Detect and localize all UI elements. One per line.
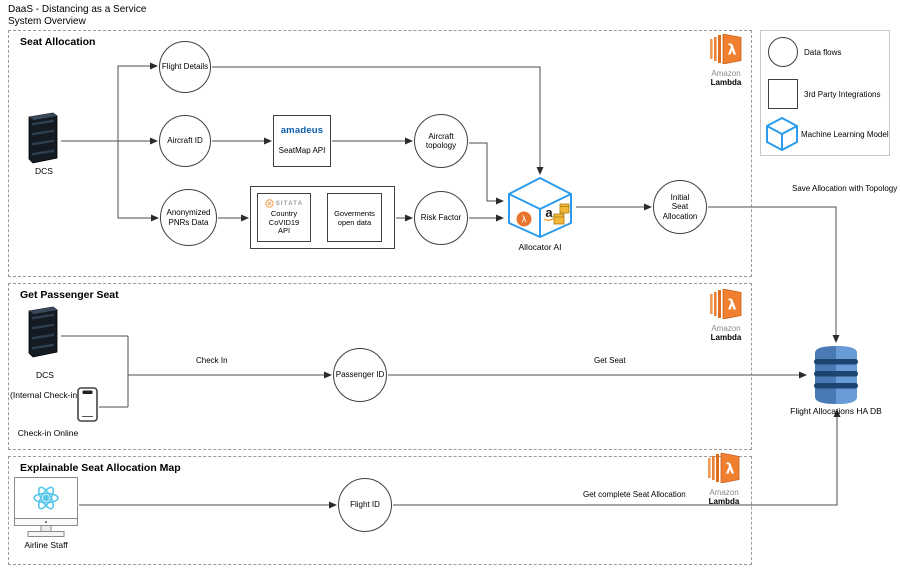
lambda-amazon-label: Amazon: [711, 69, 741, 78]
section-get-passenger-seat: Get Passenger Seat: [8, 283, 752, 450]
airline-staff-monitor-icon: [14, 477, 78, 544]
allocator-ai-cube-icon: λ a: [505, 175, 575, 244]
sitata-label: Country CoVID19 API: [268, 209, 300, 236]
react-logo-icon: [33, 486, 59, 510]
section-seat-allocation: Seat Allocation: [8, 30, 752, 277]
node-governments-open-data: Goverments open data: [327, 193, 382, 242]
dcs-internal-label-line2: (Internal Check-in): [10, 390, 80, 400]
sitata-brand-text: SITATA: [275, 200, 304, 207]
dcs-internal-server-icon: [26, 305, 60, 364]
node-flight-id: Flight ID: [338, 478, 392, 532]
dynamodb-icon: [810, 344, 862, 411]
section-get-passenger-seat-label: Get Passenger Seat: [20, 289, 119, 301]
section-explainable-map-label: Explainable Seat Allocation Map: [20, 462, 181, 474]
sitata-logo: SITATA: [265, 199, 304, 208]
node-sitata-api: SITATA Country CoVID19 API: [257, 193, 311, 242]
legend-cube-icon: [764, 116, 800, 157]
lambda-group-get-seat: λ Amazon Lambda: [704, 288, 748, 342]
legend-ml-model-label: Machine Learning Model: [801, 130, 889, 139]
node-anonymized-pnrs: Anonymized PNRs Data: [160, 189, 217, 246]
lambda-lambda-label: Lambda: [710, 333, 742, 342]
dcs-internal-label-line1: DCS: [36, 370, 54, 380]
edge-label-check-in: Check In: [196, 356, 228, 365]
page-title-line1: DaaS - Distancing as a Service: [8, 4, 147, 15]
checkin-online-label: Check-in Online: [17, 428, 79, 438]
node-amadeus-seatmap: amadeus SeatMap API: [273, 115, 331, 167]
edge-label-save-allocation: Save Allocation with Topology: [792, 184, 898, 193]
sitata-logo-icon: [265, 199, 274, 208]
node-aircraft-id: Aircraft ID: [159, 115, 211, 167]
flight-db-label: Flight Allocations HA DB: [790, 406, 882, 416]
aws-lambda-icon: λ: [708, 452, 740, 484]
amadeus-logo: amadeus: [280, 125, 324, 137]
node-passenger-id: Passenger ID: [333, 348, 387, 402]
edge-label-get-complete: Get complete Seat Allocation: [583, 490, 686, 499]
aws-lambda-icon: λ: [710, 33, 742, 65]
node-aircraft-topology: Aircraft topology: [414, 114, 468, 168]
node-initial-seat-allocation: Initial Seat Allocation: [653, 180, 707, 234]
arrowheads: [150, 62, 841, 509]
allocator-ai-label: Allocator AI: [518, 242, 562, 252]
dcs-internal-label: DCS (Internal Check-in): [0, 360, 90, 410]
edge-label-get-seat: Get Seat: [594, 356, 626, 365]
legend-square-icon: [768, 79, 798, 109]
smartphone-icon: [77, 387, 98, 427]
svg-text:λ: λ: [728, 43, 737, 59]
legend: Data flows 3rd Party Integrations Machin…: [760, 30, 890, 156]
svg-text:a: a: [545, 205, 553, 220]
page-title-line2: System Overview: [8, 16, 86, 27]
svg-text:λ: λ: [726, 462, 735, 478]
lambda-lambda-label: Lambda: [708, 497, 740, 506]
lambda-lambda-label: Lambda: [710, 78, 742, 87]
lambda-group-seat-allocation: λ Amazon Lambda: [704, 33, 748, 87]
amadeus-label: SeatMap API: [278, 146, 326, 156]
airline-staff-label: Airline Staff: [24, 540, 68, 550]
section-explainable-map: Explainable Seat Allocation Map: [8, 456, 752, 565]
dcs-label: DCS: [35, 166, 53, 176]
page-title: DaaS - Distancing as a Service System Ov…: [8, 4, 146, 28]
legend-circle-icon: [768, 37, 798, 67]
lambda-amazon-label: Amazon: [711, 324, 741, 333]
aws-lambda-icon: λ: [710, 288, 742, 320]
node-flight-details: Flight Details: [159, 41, 211, 93]
lambda-amazon-label: Amazon: [709, 488, 739, 497]
legend-3rd-party-label: 3rd Party Integrations: [804, 90, 881, 99]
legend-data-flows-label: Data flows: [804, 48, 842, 57]
section-seat-allocation-label: Seat Allocation: [20, 36, 96, 48]
svg-text:λ: λ: [521, 216, 527, 226]
node-risk-factor: Risk Factor: [414, 191, 468, 245]
lambda-group-explainable: λ Amazon Lambda: [702, 452, 746, 506]
dcs-server-icon: [26, 111, 60, 170]
svg-text:λ: λ: [728, 298, 737, 314]
